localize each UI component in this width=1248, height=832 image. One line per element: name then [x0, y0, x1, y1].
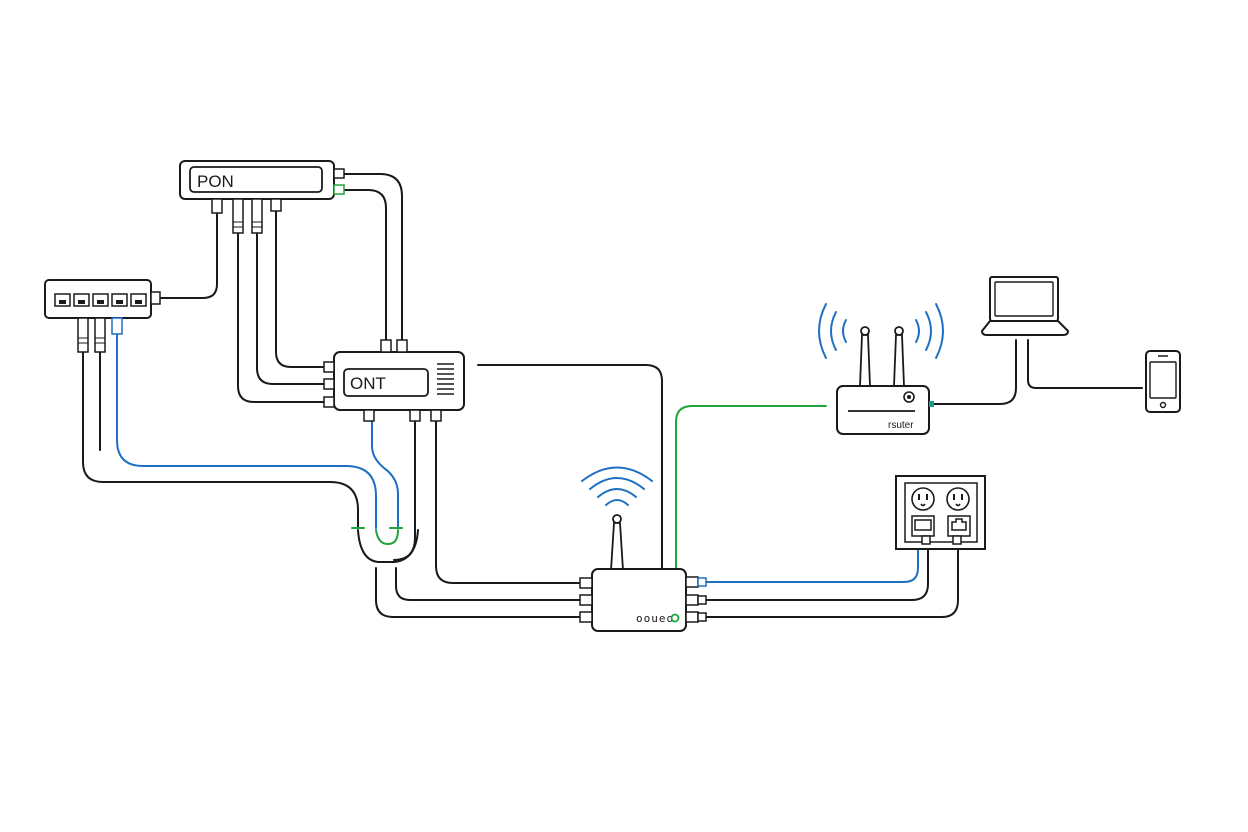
router-waves-right-icon — [915, 303, 944, 359]
cable-gateway-outlet-1 — [705, 543, 929, 601]
gateway-device: ooueo — [579, 466, 707, 632]
pon-bottom-ports — [211, 198, 282, 234]
router-port — [929, 401, 934, 407]
ethernet-jacks — [911, 515, 971, 545]
gateway-led — [670, 613, 680, 623]
ont-vent — [437, 363, 454, 395]
cable-gateway-outlet-blue — [705, 543, 919, 583]
gateway-left-ports — [579, 577, 593, 623]
cables — [82, 173, 1143, 618]
gateway-wifi-icon — [581, 466, 653, 506]
pon-label: PON — [197, 172, 234, 191]
router-device: rsuter — [818, 303, 944, 435]
cable-gateway-router — [675, 405, 827, 569]
cable-ont-gateway-top — [477, 364, 663, 569]
wall-outlet-icon — [895, 475, 986, 550]
ont-label: ONT — [350, 374, 386, 393]
switch-plugs — [77, 317, 123, 353]
cable-ont-blue — [371, 419, 399, 529]
cable-pon-ont-1 — [343, 173, 403, 341]
cable-u-bend — [357, 529, 419, 563]
cable-u-green — [375, 529, 399, 545]
laptop-icon — [981, 276, 1069, 336]
gateway-antenna — [610, 522, 624, 571]
cable-pon-ont-2 — [343, 189, 387, 341]
gateway-label: ooueo — [636, 612, 674, 625]
cable-router-laptop — [933, 339, 1017, 405]
cable-gateway-2 — [395, 567, 581, 601]
router-label: rsuter — [888, 420, 914, 431]
cable-switch-blue — [116, 333, 377, 529]
router-waves-left-icon — [818, 303, 847, 359]
cable-pon-ont-4 — [256, 231, 327, 385]
cable-gateway-outlet-2 — [705, 543, 959, 618]
switch-device — [44, 279, 161, 353]
pon-device: PON — [179, 160, 345, 234]
socket-right — [946, 487, 970, 511]
cable-gateway-3 — [375, 567, 581, 618]
gateway-right-ports — [685, 576, 707, 623]
cable-ont-gateway — [435, 419, 581, 584]
ont-device: ONT — [323, 339, 465, 422]
cable-pon-switch — [159, 213, 218, 299]
ont-ports — [323, 339, 442, 422]
cable-switch-black-1 — [82, 349, 359, 529]
cable-pon-ont-5 — [275, 209, 327, 368]
socket-left — [911, 487, 935, 511]
cable-pon-ont-3 — [237, 231, 327, 403]
smartphone-icon — [1145, 350, 1181, 413]
cable-laptop-phone — [1027, 339, 1143, 389]
